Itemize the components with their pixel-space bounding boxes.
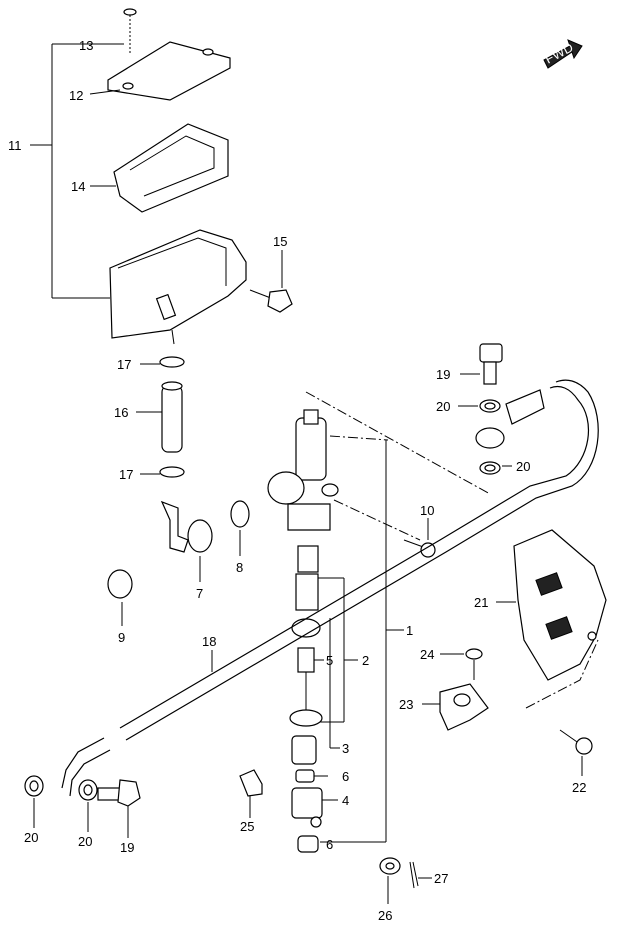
callout-27: 27 [434, 871, 448, 886]
clamp-23 [439, 683, 489, 731]
clip-17-top [159, 356, 185, 368]
washer-20-bottom2 [78, 779, 98, 801]
callout-19-top: 19 [436, 367, 450, 382]
guard-21 [513, 529, 607, 681]
callout-15: 15 [273, 234, 287, 249]
callout-9: 9 [118, 630, 125, 645]
callout-17-bottom: 17 [119, 467, 133, 482]
callout-13: 13 [79, 38, 93, 53]
bolt-22 [559, 729, 593, 776]
washer-26 [379, 857, 401, 875]
callout-6-bottom: 6 [326, 837, 333, 852]
bracket-2 [316, 577, 358, 723]
tube-16 [161, 381, 183, 453]
nut-6-top [295, 769, 315, 783]
piston [295, 573, 319, 611]
bracket-11 [30, 43, 110, 299]
callout-5: 5 [326, 653, 333, 668]
callout-10: 10 [420, 503, 434, 518]
master-cylinder-1 [267, 409, 339, 531]
banjo-bolt-19-top [479, 343, 503, 385]
callout-20-top2: 20 [516, 459, 530, 474]
callout-19-bottom: 19 [120, 840, 134, 855]
callout-26: 26 [378, 908, 392, 923]
callout-7: 7 [196, 586, 203, 601]
nut-6-bottom [297, 835, 319, 853]
callout-11: 11 [8, 138, 22, 153]
bracket-1 [320, 440, 404, 843]
pushrod-5 [297, 647, 315, 712]
callout-16: 16 [114, 405, 128, 420]
hose-end-upper [475, 389, 545, 449]
clip-17-bottom [159, 466, 185, 478]
pin-25 [239, 769, 263, 797]
spring [297, 545, 319, 573]
boot-3 [289, 709, 323, 765]
callout-23: 23 [399, 697, 413, 712]
hose-18 [61, 379, 599, 797]
bolt-15 [249, 250, 293, 313]
diaphragm-14 [113, 123, 229, 213]
callout-1: 1 [406, 623, 413, 638]
screw-24 [465, 648, 483, 680]
callout-18: 18 [202, 634, 216, 649]
banjo-bolt-19-bottom [97, 779, 141, 807]
callout-25: 25 [240, 819, 254, 834]
callout-8: 8 [236, 560, 243, 575]
washer-20-bottom1 [24, 775, 44, 797]
reservoir-cap-12 [107, 41, 231, 101]
callout-20-bottom1: 20 [24, 830, 38, 845]
oring-8 [230, 500, 250, 556]
fwd-arrow-icon: FWD [542, 39, 583, 69]
callout-20-bottom2: 20 [78, 834, 92, 849]
callout-21: 21 [474, 595, 488, 610]
callout-20-top1: 20 [436, 399, 450, 414]
bolt-10 [403, 518, 436, 558]
callout-14: 14 [71, 179, 85, 194]
callout-6-top: 6 [342, 769, 349, 784]
cotter-pin-27 [409, 861, 419, 889]
screw-13 [123, 8, 137, 54]
callout-22: 22 [572, 780, 586, 795]
clevis-4 [291, 787, 323, 828]
fitting-7 [160, 500, 213, 582]
washer-20-top1 [479, 399, 501, 413]
callout-4: 4 [342, 793, 349, 808]
fwd-label: FWD [542, 40, 575, 67]
callout-3: 3 [342, 741, 349, 756]
callout-17-top: 17 [117, 357, 131, 372]
washer-20-top2 [479, 461, 501, 475]
callout-12: 12 [69, 88, 83, 103]
callout-2: 2 [362, 653, 369, 668]
circlip-9 [107, 569, 133, 626]
bracket-3 [329, 618, 340, 749]
reservoir-11 [109, 229, 247, 345]
callout-24: 24 [420, 647, 434, 662]
